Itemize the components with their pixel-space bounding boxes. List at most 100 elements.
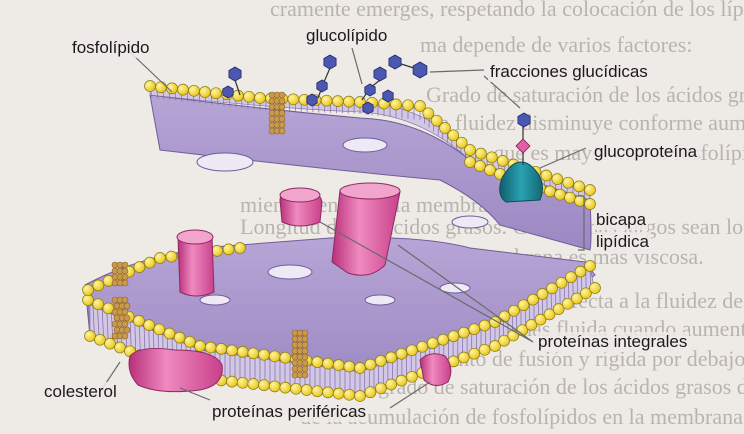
sugar-unit <box>223 86 233 98</box>
cholesterol-unit <box>122 297 128 303</box>
phospholipid-head <box>154 324 165 335</box>
phospholipid-head <box>105 338 116 349</box>
cholesterol-unit <box>122 268 128 274</box>
phospholipid-head <box>417 341 428 352</box>
phospholipid-head <box>259 380 270 391</box>
phospholipid-head <box>291 383 302 394</box>
phospholipid-head <box>486 152 497 163</box>
cholesterol-unit <box>122 321 128 327</box>
phospholipid-head <box>85 331 96 342</box>
phospholipid-head <box>269 351 280 362</box>
phospholipid-head <box>355 363 366 374</box>
peripheral-protein-left <box>129 348 222 391</box>
phospholipid-head <box>585 199 596 210</box>
phospholipid-head <box>205 342 216 353</box>
phospholipid-head <box>83 285 94 296</box>
phospholipid-head <box>575 266 586 277</box>
phospholipid-head <box>332 96 343 107</box>
phospholipid-head <box>518 300 529 311</box>
phospholipid-head <box>144 257 155 268</box>
phospholipid-head <box>528 294 539 305</box>
cholesterol-unit <box>279 104 285 110</box>
phospholipid-head <box>248 379 259 390</box>
phospholipid-head <box>541 170 552 181</box>
phospholipid-head <box>485 165 496 176</box>
cholesterol-unit <box>279 110 285 116</box>
phospholipid-head <box>211 88 222 99</box>
phospholipid-head <box>93 280 104 291</box>
phospholipid-head <box>212 245 223 256</box>
label-colesterol: colesterol <box>42 382 119 402</box>
phospholipid-head <box>365 387 376 398</box>
phospholipid-head <box>479 344 490 355</box>
sugar-unit <box>307 94 317 106</box>
cholesterol-unit <box>302 342 308 348</box>
phospholipid-head <box>566 272 577 283</box>
phospholipid-head <box>312 386 323 397</box>
phospholipid-head <box>469 324 480 335</box>
phospholipid-head <box>509 305 520 316</box>
phospholipid-head <box>344 389 355 400</box>
label-bicapa: bicapa <box>594 210 648 230</box>
phospholipid-head <box>469 348 480 359</box>
phospholipid-head <box>184 336 195 347</box>
phospholipid-head <box>458 352 469 363</box>
phospholipid-head <box>280 352 291 363</box>
label-fosfolipido: fosfolípido <box>70 38 152 58</box>
phospholipid-head <box>365 359 376 370</box>
integral-protein-left <box>177 230 214 296</box>
sugar-unit <box>516 139 530 153</box>
leader-glucolipido <box>352 48 362 84</box>
cholesterol-unit <box>302 372 308 378</box>
cholesterol-unit <box>279 122 285 128</box>
phospholipid-head <box>189 85 200 96</box>
phospholipid-head <box>156 82 167 93</box>
cholesterol-unit <box>302 354 308 360</box>
phospholipid-head <box>555 189 566 200</box>
phospholipid-head <box>406 345 417 356</box>
sugar-unit <box>317 80 327 92</box>
phospholipid-head <box>144 320 155 331</box>
label-glucolipido: glucolípido <box>304 26 389 46</box>
sugar-unit <box>413 62 427 78</box>
label-proteinas-perifericas: proteínas periféricas <box>210 402 368 422</box>
label-lipidica: lipídica <box>594 232 651 252</box>
phospholipid-head <box>585 185 596 196</box>
phospholipid-head <box>475 148 486 159</box>
phospholipid-head <box>237 377 248 388</box>
phospholipid-head <box>155 253 166 264</box>
cholesterol-unit <box>302 366 308 372</box>
membrane-pore <box>197 153 253 171</box>
cholesterol-unit <box>124 303 130 309</box>
cholesterol-unit <box>122 262 128 268</box>
cholesterol-unit <box>122 280 128 286</box>
phospholipid-head <box>343 96 354 107</box>
cholesterol-unit <box>279 98 285 104</box>
sugar-unit <box>389 55 401 69</box>
membrane-pore <box>268 265 312 279</box>
cholesterol-unit <box>302 348 308 354</box>
phospholipid-head <box>403 100 414 111</box>
phospholipid-head <box>333 388 344 399</box>
phospholipid-head <box>259 349 270 360</box>
phospholipid-head <box>563 177 574 188</box>
sugar-unit <box>324 55 336 69</box>
cholesterol-unit <box>124 315 130 321</box>
phospholipid-head <box>406 371 417 382</box>
phospholipid-head <box>244 91 255 102</box>
leader-glucoproteina <box>540 148 586 168</box>
phospholipid-head <box>323 387 334 398</box>
phospholipid-head <box>83 295 94 306</box>
phospholipid-head <box>200 87 211 98</box>
phospholipid-head <box>545 186 556 197</box>
label-proteinas-integrales: proteínas integrales <box>536 332 689 352</box>
label-glucoproteina: glucoproteína <box>592 142 699 162</box>
membrane-pore <box>365 295 395 305</box>
phospholipid-head <box>115 342 126 353</box>
phospholipid-head <box>134 262 145 273</box>
phospholipid-head <box>585 261 596 272</box>
phospholipid-head <box>475 161 486 172</box>
phospholipid-head <box>237 346 248 357</box>
phospholipid-head <box>465 157 476 168</box>
membrane-pore <box>200 295 230 305</box>
